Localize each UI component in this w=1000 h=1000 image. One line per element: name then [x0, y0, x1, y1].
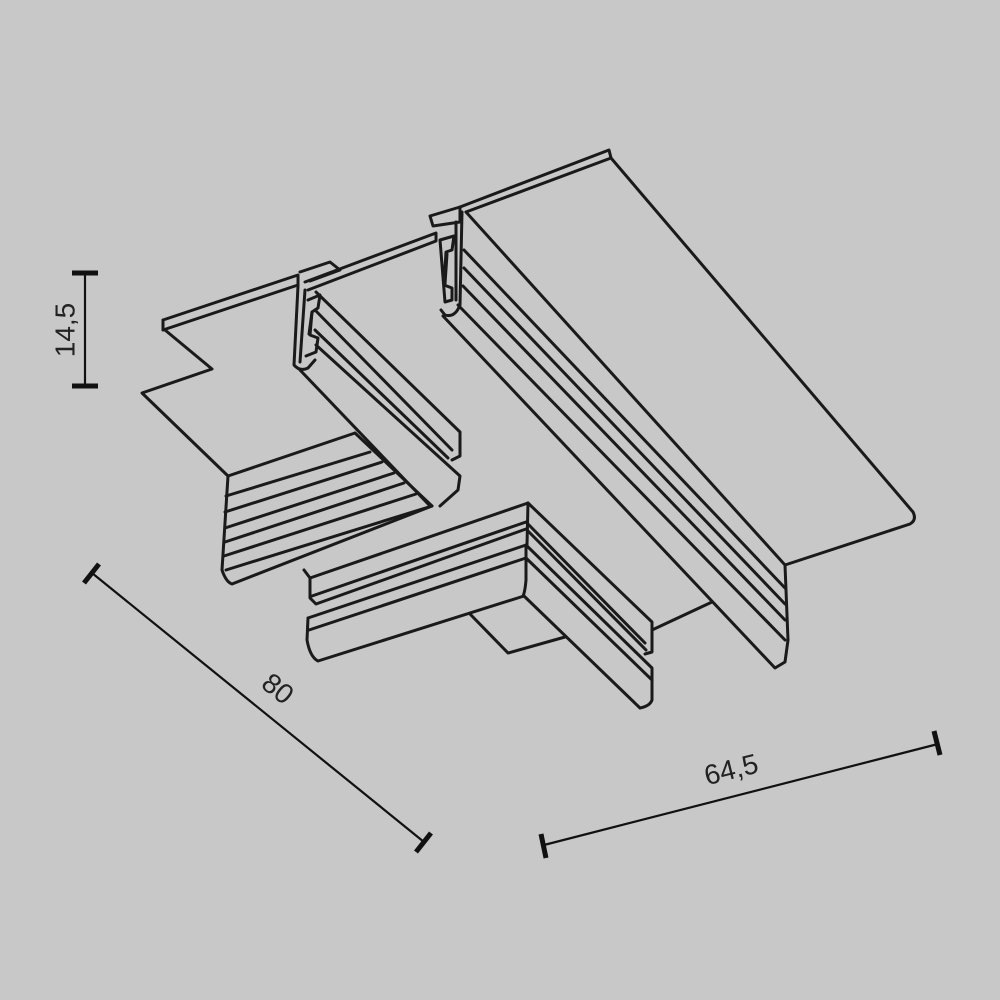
dimension-height-label: 14,5	[49, 302, 81, 358]
left-ribbed-block	[220, 431, 434, 586]
lower-branch	[302, 501, 714, 710]
dimension-height	[72, 270, 98, 389]
dimension-length	[82, 562, 433, 854]
dimension-width	[538, 730, 943, 859]
left-slot-profile	[292, 284, 462, 508]
right-slot-profile	[438, 210, 790, 670]
top-flange	[140, 148, 916, 567]
